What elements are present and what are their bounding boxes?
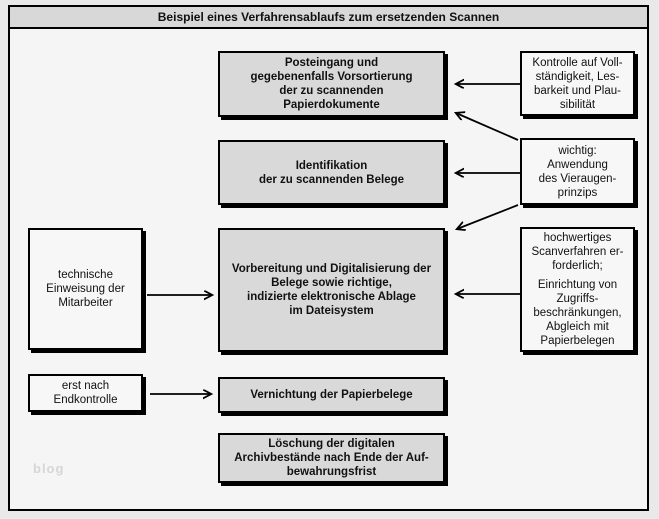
note-scanverfahren-box: hochwertiges Scanverfahren er- forderlic… xyxy=(520,227,635,352)
note-einweisung-box: technische Einweisung der Mitarbeiter xyxy=(28,228,143,350)
diagram-title-bar: Beispiel eines Verfahrensablaufs zum ers… xyxy=(10,7,647,29)
note-vieraugenprinzip-box: wichtig: Anwendung des Vieraugen- prinzi… xyxy=(520,138,635,205)
step-vernichtung-box: Vernichtung der Papierbelege xyxy=(218,377,445,413)
note-scanverfahren-paragraph-1: hochwertiges Scanverfahren er- forderlic… xyxy=(531,232,624,272)
diagram-title: Beispiel eines Verfahrensablaufs zum ers… xyxy=(157,10,500,24)
step-posteingang-box: Posteingang und gegebenenfalls Vorsortie… xyxy=(218,51,445,117)
note-scanverfahren-paragraph-2: Einrichtung von Zugriffs- beschränkungen… xyxy=(533,279,622,347)
note-kontrolle-box: Kontrolle auf Voll- ständigkeit, Les- ba… xyxy=(520,51,635,116)
note-endkontrolle-box: erst nach Endkontrolle xyxy=(28,374,143,412)
watermark-text: blog xyxy=(33,461,65,476)
step-identifikation-box: Identifikation der zu scannenden Belege xyxy=(218,140,445,205)
step-loeschung-box: Löschung der digitalen Archivbestände na… xyxy=(218,433,445,483)
step-vorbereitung-digitalisierung-box: Vorbereitung und Digitalisierung der Bel… xyxy=(218,228,445,352)
